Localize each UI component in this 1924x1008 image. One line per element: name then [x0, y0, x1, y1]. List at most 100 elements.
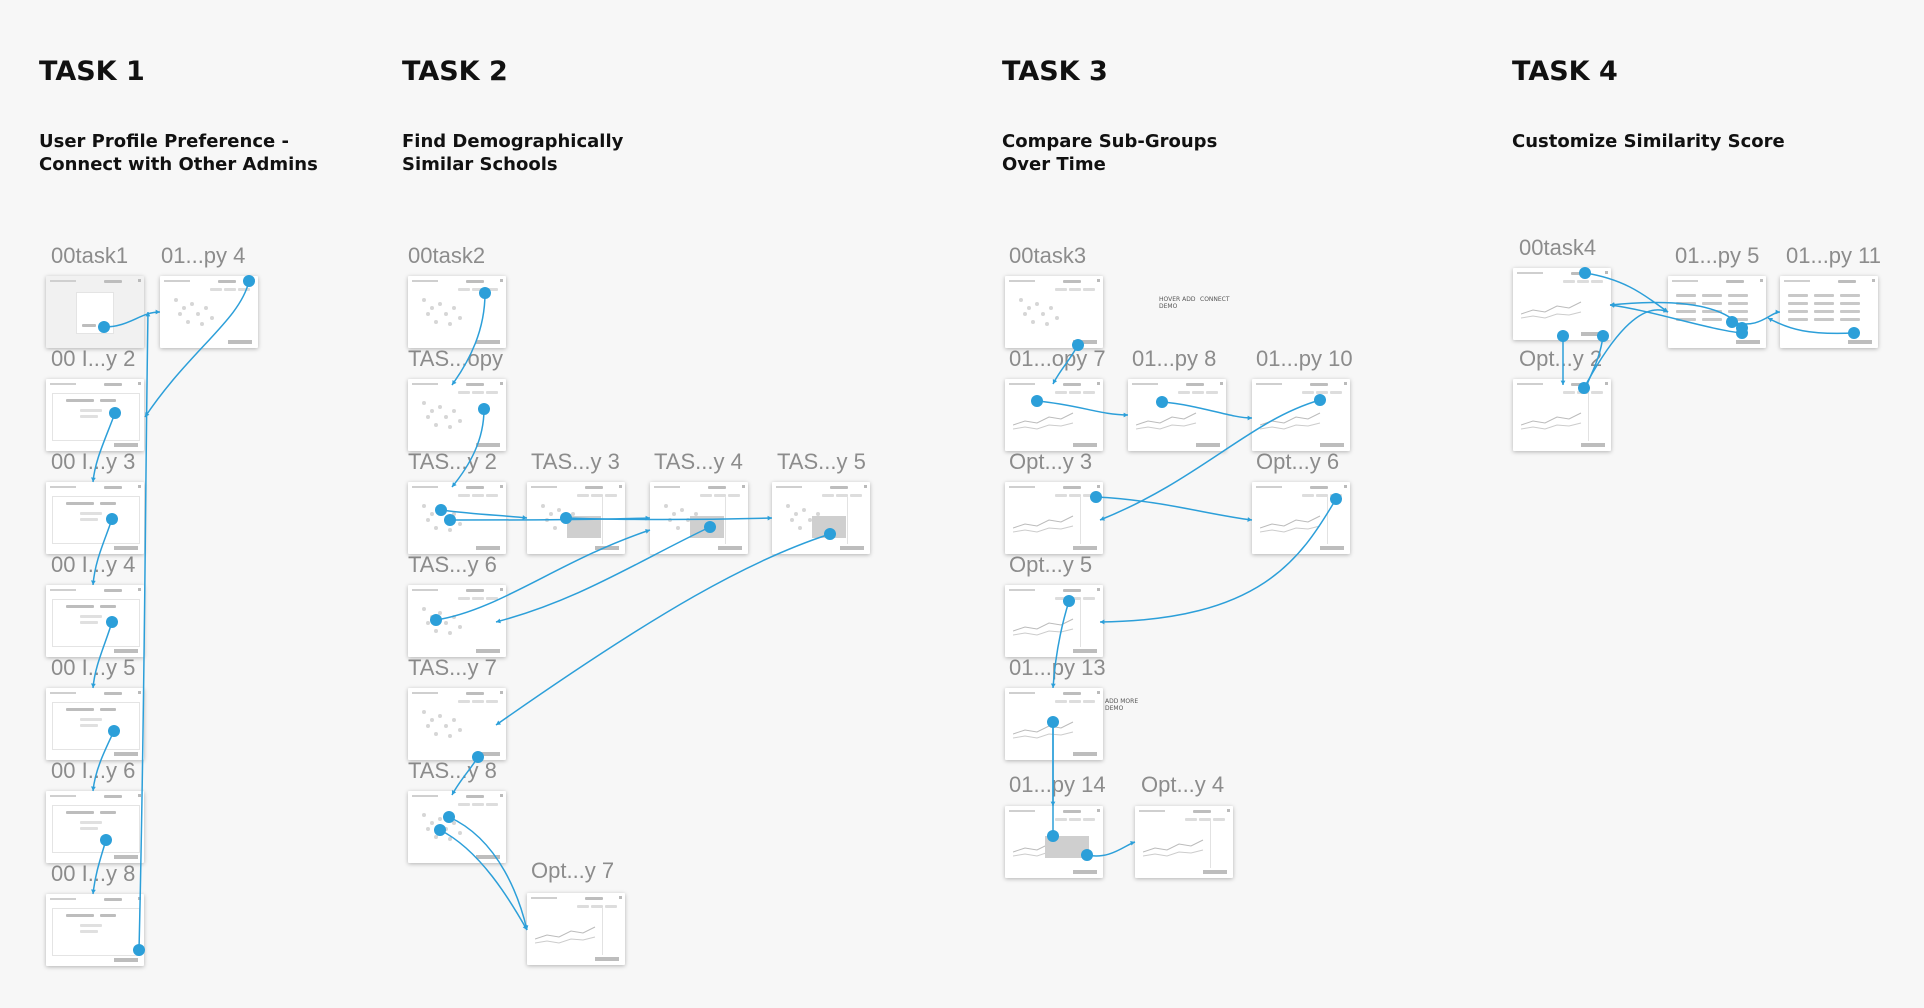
profile-field — [66, 708, 94, 711]
table-cell — [1788, 310, 1808, 313]
chart-line — [1260, 525, 1321, 533]
table-cell — [1788, 318, 1808, 321]
frame-label: 01...py 14 — [1009, 772, 1106, 797]
thumbnail-toolbar — [104, 383, 122, 386]
frame-label: TAS...y 8 — [408, 758, 497, 783]
thumbnail-toolbar — [1571, 272, 1589, 275]
thumbnail-toolbar — [1063, 383, 1081, 386]
prototype-link — [495, 533, 831, 726]
screen-thumbnail — [1005, 585, 1103, 657]
filter-pill — [850, 494, 862, 497]
filter-pill — [1055, 288, 1067, 291]
scatter-point — [426, 621, 430, 625]
line-chart — [1013, 721, 1074, 739]
side-panel — [1210, 820, 1227, 868]
screen-thumbnail — [46, 379, 144, 451]
filter-pill — [458, 391, 470, 394]
scatter-point — [664, 504, 668, 508]
task-2-subtitle-line-1: Find Demographically — [402, 131, 624, 152]
close-icon — [1097, 691, 1100, 694]
table-cell — [1814, 302, 1834, 305]
scatter-point — [204, 306, 208, 310]
filter-pill — [1083, 494, 1095, 497]
thumbnail-title-bar — [1139, 810, 1165, 812]
filter-pill — [700, 494, 712, 497]
close-icon — [500, 382, 503, 385]
filter-pill — [1083, 288, 1095, 291]
save-bar — [114, 649, 138, 653]
line-chart — [1260, 515, 1321, 533]
modal-button — [82, 324, 96, 327]
filter-pill — [1330, 391, 1342, 394]
filter-pill — [822, 494, 834, 497]
filter-pill — [472, 494, 484, 497]
thumbnail-toolbar — [585, 897, 603, 900]
frame-label: TAS...y 4 — [654, 449, 743, 474]
close-icon — [138, 691, 141, 694]
filter-pill — [1577, 280, 1589, 283]
profile-field — [80, 512, 102, 515]
thumbnail-toolbar — [104, 692, 122, 695]
filter-pill — [210, 288, 222, 291]
chart-line — [1521, 301, 1582, 315]
thumbnail-title-bar — [1009, 589, 1035, 591]
profile-field — [100, 605, 116, 608]
filter-pill — [1206, 391, 1218, 394]
thumbnail-title-bar — [50, 589, 76, 591]
scatter-point — [452, 718, 456, 722]
filter-pill — [238, 288, 250, 291]
scatter-point — [430, 821, 434, 825]
screen-thumbnail — [46, 791, 144, 863]
thumbnail-toolbar — [104, 486, 122, 489]
close-icon — [1097, 588, 1100, 591]
scatter-point — [802, 508, 806, 512]
frame-label: Opt...y 4 — [1141, 772, 1225, 797]
scatter-point — [680, 508, 684, 512]
save-bar — [1848, 340, 1872, 344]
screen-thumbnail — [1135, 806, 1233, 878]
frame-label: 01...opy 7 — [1009, 346, 1106, 371]
filter-pill — [1563, 280, 1575, 283]
thumbnail-title-bar — [412, 589, 438, 591]
filter-pill — [591, 905, 603, 908]
save-bar — [1073, 546, 1097, 550]
scatter-point — [178, 312, 182, 316]
thumbnail-title-bar — [1517, 383, 1543, 385]
chart-line — [1260, 412, 1321, 426]
scatter-point — [444, 415, 448, 419]
scatter-point — [541, 504, 545, 508]
thumbnail-title-bar — [1009, 692, 1035, 694]
scatter-point — [448, 734, 452, 738]
close-icon — [619, 485, 622, 488]
close-icon — [500, 588, 503, 591]
save-bar — [1320, 546, 1344, 550]
scatter-point — [434, 629, 438, 633]
save-bar — [1073, 649, 1097, 653]
thumbnail-title-bar — [50, 486, 76, 488]
close-icon — [138, 588, 141, 591]
thumbnail-title-bar — [1009, 486, 1035, 488]
save-bar — [114, 958, 138, 962]
filter-pill — [714, 494, 726, 497]
task-3-subtitle-line-2: Over Time — [1002, 154, 1106, 175]
scatter-point — [672, 512, 676, 516]
scatter-point — [438, 714, 442, 718]
filter-pill — [577, 905, 589, 908]
scatter-point — [1023, 312, 1027, 316]
thumbnail-title-bar — [1009, 280, 1035, 282]
side-panel — [725, 496, 742, 544]
scatter-point — [434, 835, 438, 839]
save-bar — [476, 546, 500, 550]
filter-pill — [458, 288, 470, 291]
chart-line — [1260, 515, 1321, 529]
save-bar — [228, 340, 252, 344]
scatter-point — [816, 512, 820, 516]
filter-pill — [1083, 391, 1095, 394]
screen-thumbnail — [772, 482, 870, 554]
screen-thumbnail — [408, 379, 506, 451]
profile-field — [100, 399, 116, 402]
filter-pill — [836, 494, 848, 497]
filter-pill — [486, 700, 498, 703]
frame-label: Opt...y 7 — [531, 858, 615, 883]
chart-line — [1260, 422, 1321, 430]
